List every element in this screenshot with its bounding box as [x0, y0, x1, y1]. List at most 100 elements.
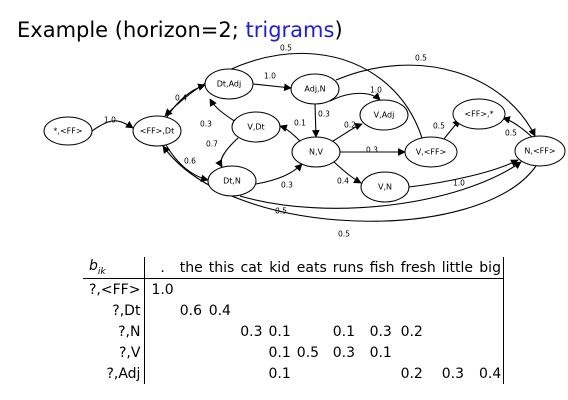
table-cell [174, 321, 203, 342]
table-cell [291, 321, 327, 342]
state-node-dt-adj: Dt,Adj [204, 68, 254, 100]
column-header: fresh [394, 257, 436, 279]
edge-arrow [502, 116, 533, 138]
edge-probability-label: 0.5 [415, 54, 427, 63]
edge-arrow [329, 92, 381, 102]
table-row: ?,<FF>1.0 [83, 278, 505, 301]
table-cell [174, 279, 203, 301]
table-cell: 0.1 [268, 365, 291, 382]
edge-arrow [332, 123, 363, 142]
row-header: ?,Adj [83, 363, 146, 384]
state-node-adj-n: Adj,N [290, 73, 340, 105]
state-node-ff-dt: <FF>,Dt [132, 115, 182, 147]
edge-probability-label: 0.5 [280, 44, 292, 53]
table-cell [327, 363, 364, 384]
edge-arrow [408, 159, 519, 188]
table-cell: 0.4 [208, 302, 231, 319]
table-cell [473, 321, 505, 342]
state-node-label: N,V [309, 148, 324, 157]
edge-probability-label: 0.4 [175, 94, 187, 103]
state-node-label: *,<FF> [53, 127, 82, 136]
edge-arrow [162, 145, 537, 222]
title-prefix: Example (horizon=2; [17, 18, 246, 42]
edge-arrow [215, 137, 239, 168]
edge-arrow [91, 120, 134, 132]
column-header: . [144, 257, 174, 279]
table-cell [174, 342, 203, 363]
table-cell [234, 300, 262, 321]
edge-probability-label: 1.0 [370, 86, 382, 95]
table-cell [395, 279, 436, 301]
table-cell [291, 279, 327, 301]
edge-probability-label: 1.0 [453, 179, 465, 188]
edge-probability-label: 0.4 [337, 177, 349, 186]
column-header: fish [363, 257, 395, 279]
table-cell [234, 279, 262, 301]
edge-probability-label: 0.3 [281, 181, 293, 190]
column-header: runs [326, 257, 364, 279]
table-cell: 0.5 [296, 344, 320, 361]
state-node-ellipse [359, 99, 409, 131]
table-cell [364, 279, 395, 301]
state-node-ellipse [43, 116, 93, 146]
state-node-label: N,<FF> [524, 147, 555, 156]
state-node-label: V,N [378, 183, 392, 192]
edge-probability-label: 0.2 [344, 121, 356, 130]
row-header: ?,N [83, 321, 146, 342]
state-node-label: <FF>,* [464, 110, 493, 119]
state-node-label: V,Adj [374, 111, 395, 120]
state-node-ellipse [207, 165, 257, 197]
edge-v_dt-to-dt_adj: 0.3 [200, 98, 237, 129]
edge-probability-label: 0.3 [366, 146, 378, 155]
edge-arrow [239, 161, 522, 209]
state-node-dt-n: Dt,N [207, 165, 257, 197]
edge-probability-label: 0.3 [200, 120, 212, 129]
edge-arrow [252, 83, 292, 92]
edge-v_n-to-n_ff: 1.0 [408, 159, 519, 188]
table-cell [395, 300, 436, 321]
table-cell: 0.3 [369, 323, 392, 340]
edge-probability-label: 0.5 [338, 230, 350, 239]
state-node-ellipse [291, 136, 341, 168]
table-cell [473, 342, 505, 363]
state-node-label: Dt,N [223, 177, 241, 186]
edge-probability-label: 0.1 [294, 119, 306, 128]
table-cell: 0.1 [332, 323, 356, 340]
table-cell [145, 321, 174, 342]
table-cell [145, 363, 174, 384]
column-header: the [173, 257, 203, 279]
table-cell [145, 300, 174, 321]
edge-adj_n-to-v_adj: 1.0 [329, 86, 382, 102]
title-suffix: ) [334, 18, 343, 42]
table-cell [174, 363, 203, 384]
table-cell [327, 279, 364, 301]
edge-v_ff-to-ff_star: 0.5 [433, 119, 461, 140]
state-node-ellipse [404, 136, 458, 168]
table-cell: 0.3 [240, 323, 263, 340]
state-node-ellipse [452, 98, 506, 130]
state-node-label: <FF>,Dt [140, 127, 174, 136]
state-node-ellipse [231, 111, 281, 143]
table-cell [473, 300, 505, 321]
state-node-start: *,<FF> [43, 116, 93, 146]
table-cell [203, 279, 235, 301]
table-cell [327, 300, 364, 321]
edge-probability-label: 0.3 [318, 110, 330, 119]
table-cell: 0.4 [473, 363, 505, 384]
column-header: big [473, 257, 505, 279]
title-highlight: trigrams [245, 18, 335, 42]
edge-start-to-ff_dt: 1.0 [91, 116, 134, 132]
state-node-v-n: V,N [360, 171, 410, 203]
table-cell [436, 321, 473, 342]
table-cell [203, 321, 235, 342]
table-cell: 0.1 [369, 344, 392, 361]
column-header: this [202, 257, 235, 279]
edge-n_ff-to-ff_dt: 0.5 [162, 145, 537, 239]
edge-probability-label: 0.7 [206, 140, 218, 149]
